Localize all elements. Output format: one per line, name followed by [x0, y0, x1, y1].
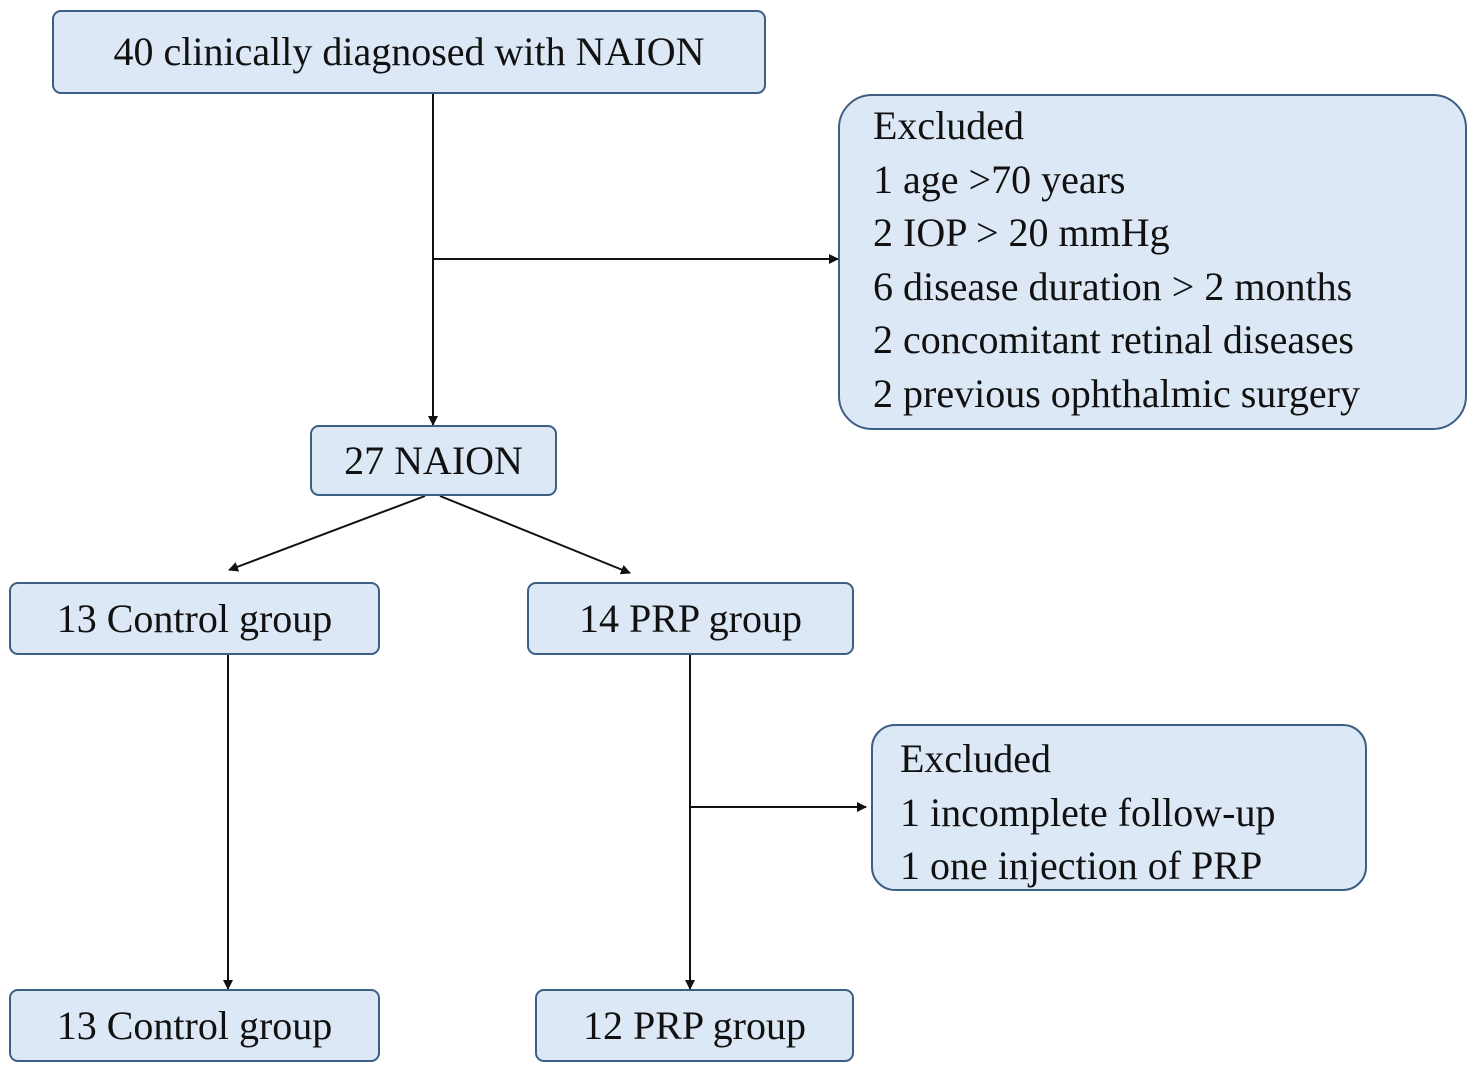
exclusion-box-1: Excluded 1 age >70 years 2 IOP > 20 mmHg…	[838, 94, 1467, 430]
node-prp-start-label: 14 PRP group	[578, 595, 802, 641]
node-control-end-label: 13 Control group	[56, 1002, 333, 1048]
arrow-naion-to-prp	[439, 495, 631, 575]
exclusion-1-item: 2 IOP > 20 mmHg	[873, 210, 1170, 255]
exclusion-1-item: 2 concomitant retinal diseases	[873, 317, 1354, 362]
exclusion-2-item: 1 one injection of PRP	[900, 843, 1263, 888]
exclusion-1-title: Excluded	[873, 103, 1025, 148]
node-control-start-label: 13 Control group	[56, 595, 333, 641]
node-naion: 27 NAION	[310, 425, 557, 496]
node-control-end: 13 Control group	[9, 989, 380, 1062]
node-prp-end-label: 12 PRP group	[582, 1002, 806, 1048]
exclusion-1-item: 2 previous ophthalmic surgery	[873, 370, 1360, 416]
node-prp-end: 12 PRP group	[535, 989, 854, 1062]
exclusion-2-title: Excluded	[900, 736, 1052, 781]
exclusion-2-item: 1 incomplete follow-up	[900, 789, 1276, 835]
node-control-start: 13 Control group	[9, 582, 380, 655]
exclusion-1-item: 6 disease duration > 2 months	[873, 263, 1353, 309]
exclusion-1-item: 1 age >70 years	[873, 156, 1126, 202]
node-naion-label: 27 NAION	[344, 437, 523, 483]
node-total: 40 clinically diagnosed with NAION	[52, 10, 766, 94]
arrow-naion-to-control	[228, 495, 426, 572]
node-total-label: 40 clinically diagnosed with NAION	[113, 29, 705, 74]
exclusion-box-2: Excluded 1 incomplete follow-up 1 one in…	[871, 724, 1367, 891]
node-prp-start: 14 PRP group	[527, 582, 854, 655]
